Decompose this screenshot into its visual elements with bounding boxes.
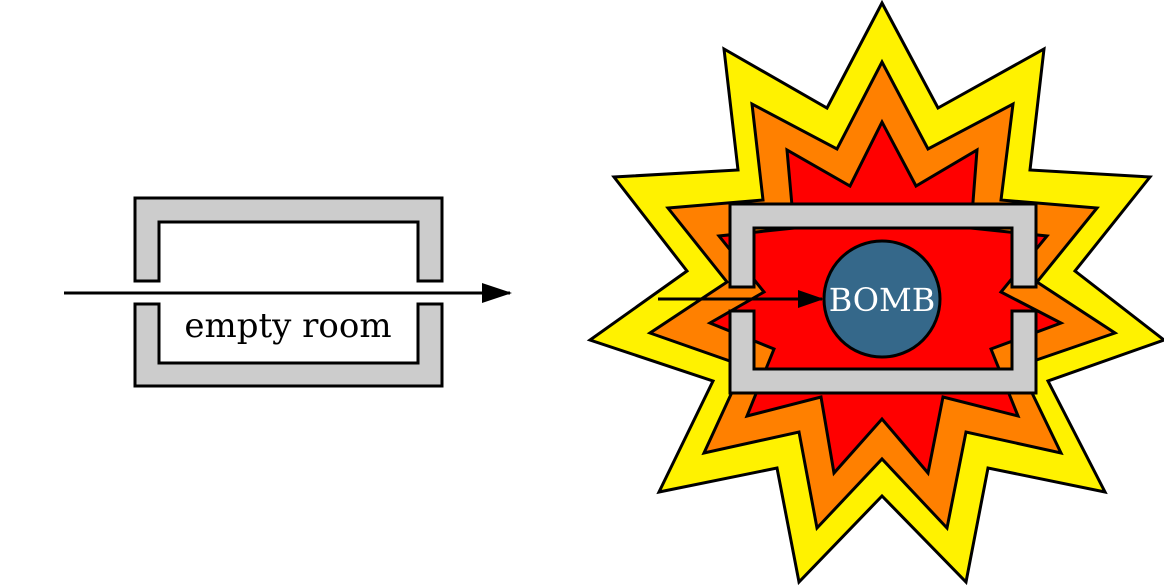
bomb-room-bottom-wall [728, 309, 1038, 395]
bomb-body [822, 239, 942, 359]
empty-room: empty room [133, 196, 444, 388]
bomb-label: BOMB [829, 281, 936, 319]
empty-room-label: empty room [184, 306, 391, 346]
bomb-room [728, 202, 1038, 395]
bomb-room-top-wall [728, 202, 1038, 289]
empty-room-top-wall [133, 196, 444, 283]
bomb-circle-icon: BOMB [822, 239, 942, 359]
empty-room-bottom-wall [133, 302, 444, 388]
